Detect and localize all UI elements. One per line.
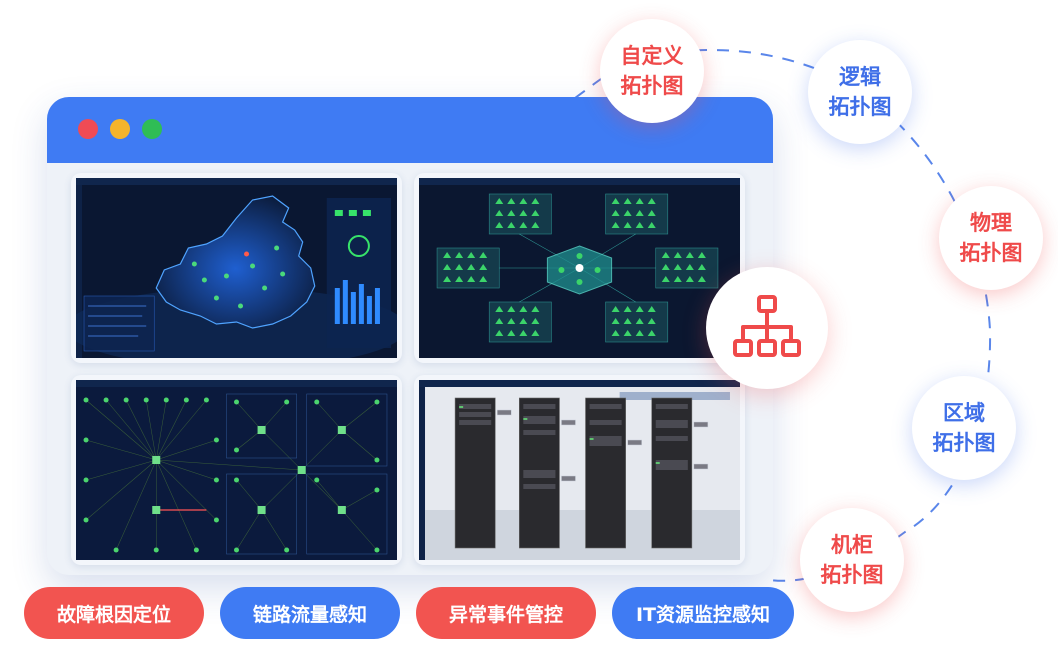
pill-link-traffic[interactable]: 链路流量感知	[220, 587, 400, 639]
screen-server-racks	[419, 380, 740, 560]
bubble-line2: 拓扑图	[828, 95, 892, 119]
window-titlebar	[47, 97, 773, 163]
maximize-dot[interactable]	[142, 119, 162, 139]
bubble-line1: 区域	[943, 401, 985, 425]
screen-hexagon-topology	[419, 178, 740, 358]
panel-rack-topology[interactable]	[414, 375, 745, 565]
screen-star-network	[76, 380, 397, 560]
bubble-line2: 拓扑图	[820, 563, 884, 587]
bubble-line1: 物理	[970, 211, 1012, 235]
bubble-line2: 拓扑图	[959, 241, 1023, 265]
pill-anomaly-events[interactable]: 异常事件管控	[416, 587, 596, 639]
panel-physical-topology[interactable]	[71, 375, 402, 565]
bubble-logical-topology[interactable]: 逻辑拓扑图	[808, 40, 912, 144]
pill-fault-root-cause[interactable]: 故障根因定位	[24, 587, 204, 639]
panel-logical-topology[interactable]	[414, 173, 745, 363]
panel-map-topology[interactable]	[71, 173, 402, 363]
close-dot[interactable]	[78, 119, 98, 139]
minimize-dot[interactable]	[110, 119, 130, 139]
screen-china-map	[76, 178, 397, 358]
browser-window	[47, 97, 773, 575]
bubble-line2: 拓扑图	[620, 74, 684, 98]
hexagon-topology-illustration	[419, 178, 740, 358]
bubble-line2: 拓扑图	[932, 431, 996, 455]
bubble-region-topology[interactable]: 区域拓扑图	[912, 376, 1016, 480]
bubble-line1: 机柜	[831, 533, 873, 557]
bubble-custom-topology[interactable]: 自定义拓扑图	[600, 19, 704, 123]
china-map-illustration	[76, 178, 397, 358]
bubble-line1: 逻辑	[839, 65, 881, 89]
topology-icon-bubble	[706, 267, 828, 389]
star-network-illustration	[76, 380, 397, 560]
bubble-cabinet-topology[interactable]: 机柜拓扑图	[800, 508, 904, 612]
bubble-line1: 自定义	[620, 44, 684, 68]
org-chart-topology-icon	[733, 295, 801, 357]
bubble-physical-topology[interactable]: 物理拓扑图	[939, 186, 1043, 290]
server-rack-illustration	[419, 380, 740, 560]
pill-it-resource-monitor[interactable]: IT资源监控感知	[612, 587, 794, 639]
